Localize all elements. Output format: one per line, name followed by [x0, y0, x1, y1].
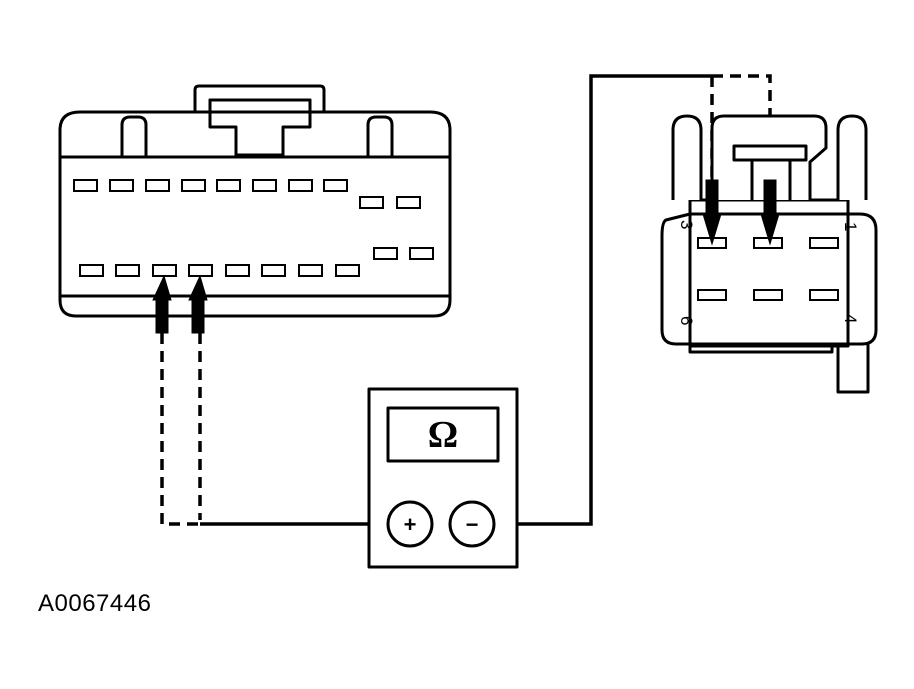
ohm-symbol: Ω: [428, 414, 458, 456]
positive-jack[interactable]: [386, 500, 434, 548]
right-connector-latch-bar: [732, 144, 808, 162]
pin-label-3: 3: [677, 220, 696, 229]
cavity: [323, 179, 348, 192]
cavity-pin-5: [753, 289, 783, 301]
left-connector-top-row: [73, 179, 421, 209]
cavity-pin-6: [697, 289, 727, 301]
cavity: [145, 179, 170, 192]
right-connector-post-left: [671, 114, 703, 200]
cavity: [409, 247, 434, 260]
cavity: [373, 247, 398, 260]
cavity: [335, 264, 360, 277]
cavity: [73, 179, 98, 192]
pin-label-6: 6: [677, 316, 696, 325]
pin-label-4: 4: [841, 314, 860, 323]
cavity: [396, 196, 421, 209]
cavity: [225, 264, 250, 277]
figure-id-label: A0067446: [38, 590, 152, 617]
lead-from-negative: [495, 74, 712, 526]
cavity: [298, 264, 323, 277]
cavity: [359, 196, 384, 209]
cavity-pin-1: [809, 237, 839, 249]
negative-jack[interactable]: [448, 500, 496, 548]
cavity: [216, 179, 241, 192]
cavity: [261, 264, 286, 277]
right-connector: 3 1 6 4: [660, 114, 878, 394]
cavity: [288, 179, 313, 192]
ohmmeter-display: [386, 406, 500, 463]
positive-jack-label: +: [404, 512, 417, 537]
probe-right-2: [760, 179, 780, 246]
cavity: [252, 179, 277, 192]
left-connector-latch-tab-front: [208, 98, 312, 157]
dashed-lead-left-1: [160, 333, 200, 526]
pin-label-1: 1: [841, 222, 860, 231]
probe-left-2: [188, 274, 208, 334]
cavity: [115, 264, 140, 277]
cavity: [109, 179, 134, 192]
left-connector: [58, 84, 452, 334]
probe-right-1: [702, 179, 722, 246]
cavity: [181, 179, 206, 192]
cavity: [188, 264, 213, 277]
left-connector-rib-right: [366, 115, 394, 157]
negative-jack-label: −: [466, 512, 479, 537]
cavity: [79, 264, 104, 277]
ohmmeter: Ω + −: [367, 387, 519, 569]
left-connector-rib-left: [120, 115, 148, 157]
cavity: [152, 264, 177, 277]
right-connector-post-right: [836, 114, 868, 200]
cavity-pin-4: [809, 289, 839, 301]
cavity-pin-2: [753, 237, 783, 249]
